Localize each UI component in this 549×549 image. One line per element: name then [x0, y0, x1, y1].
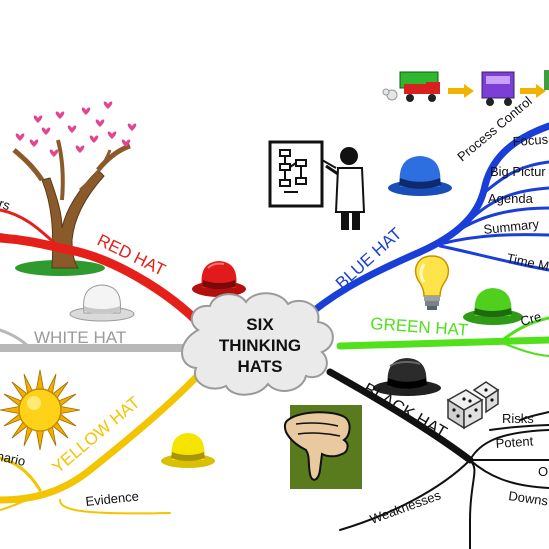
sun-icon	[0, 369, 81, 451]
flowchart-teacher-icon	[268, 140, 366, 230]
green-hat-label: GREEN HAT	[370, 314, 469, 340]
blue-leaf-1: Process Control	[454, 93, 535, 164]
black-leaf-4: Downs	[508, 488, 549, 508]
center-line-1: SIX	[246, 315, 274, 334]
light-bulb-icon	[414, 255, 450, 310]
blue-leaf-5: Summary	[483, 216, 540, 237]
center-line-3: HATS	[237, 357, 282, 376]
blue-leaf-2: Focus	[512, 132, 549, 149]
blue-hat-label: BLUE HAT	[332, 224, 406, 293]
thumbs-down-icon	[283, 405, 362, 489]
blue-leaf-4: Agenda	[488, 191, 534, 206]
center-line-2: THINKING	[219, 336, 301, 355]
blue-leaf-3: Big Pictur	[490, 164, 546, 179]
cloud-icon	[181, 292, 334, 396]
process-trucks-icon	[382, 70, 549, 106]
green-leaf-1: Cre	[519, 309, 543, 329]
dice-icon	[446, 381, 500, 430]
black-leaf-1: Risks	[502, 411, 534, 426]
red-leaf-1: rs	[0, 196, 12, 214]
blue-leaf-6: Time M	[505, 250, 549, 274]
red-hat-icon	[192, 261, 246, 297]
green-hat-icon	[463, 288, 523, 325]
black-leaf-2: Potent	[495, 433, 534, 451]
yellow-leaf-1: nario	[0, 448, 27, 469]
black-hat-icon	[373, 358, 441, 396]
yellow-leaf-2: Evidence	[85, 488, 140, 509]
black-leaf-5: Weaknesses	[368, 487, 443, 527]
white-hat-icon	[69, 284, 135, 322]
black-leaf-3: O	[538, 464, 548, 479]
blue-hat-icon	[388, 156, 452, 196]
yellow-hat-icon	[161, 433, 215, 468]
white-hat-label: WHITE HAT	[34, 328, 126, 347]
